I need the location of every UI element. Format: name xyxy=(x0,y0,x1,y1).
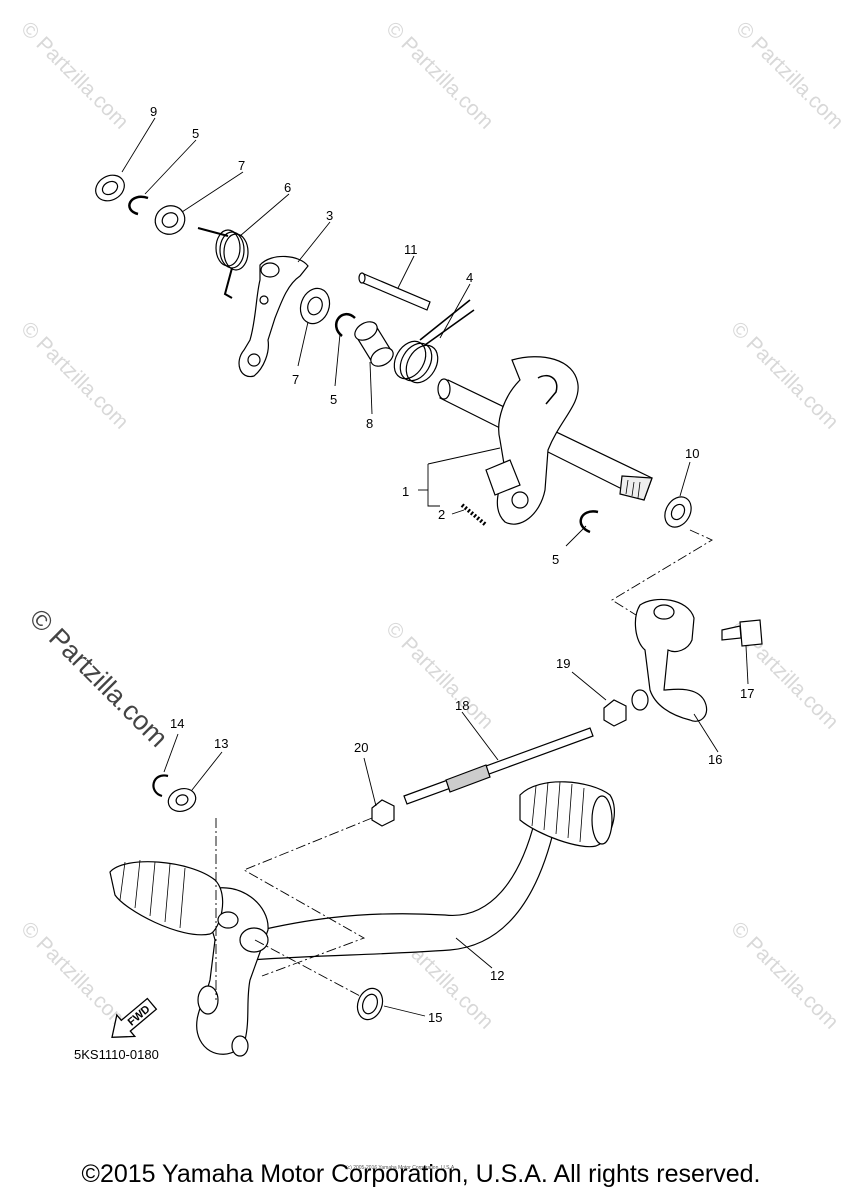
callout-5: 5 xyxy=(552,552,559,567)
part-5-circlip xyxy=(579,510,599,534)
callout-19: 19 xyxy=(556,656,570,671)
dash-connector xyxy=(611,529,713,626)
watermark-text: © Partzilla.com xyxy=(726,917,842,1033)
diagram-code: 5KS1110-0180 xyxy=(74,1047,159,1062)
callout-17: 17 xyxy=(740,686,754,701)
watermark-text: © Partzilla.com xyxy=(726,317,842,433)
watermark-text: © Partzilla.com xyxy=(731,17,842,133)
part-5-circlip xyxy=(128,195,149,216)
part-16-shift-arm xyxy=(631,598,708,722)
callouts: 9 5 7 6 3 11 4 7 5 8 1 2 10 5 17 19 16 1… xyxy=(150,104,754,1025)
callout-15: 15 xyxy=(428,1010,442,1025)
part-17-bolt xyxy=(721,619,763,647)
part-12-shift-pedal xyxy=(239,781,615,961)
part-3-lever xyxy=(238,255,309,378)
part-20-nut xyxy=(371,799,395,827)
callout-7: 7 xyxy=(238,158,245,173)
part-8-collar xyxy=(354,321,394,367)
part-14-clip xyxy=(152,774,169,798)
callout-11: 11 xyxy=(404,242,418,257)
callout-8: 8 xyxy=(366,416,373,431)
callout-9: 9 xyxy=(150,104,157,119)
small-copyright: (c) 2005-2016 Yamaha Motor Corporation, … xyxy=(346,1165,456,1171)
part-4-spring xyxy=(393,299,475,384)
callout-18: 18 xyxy=(455,698,469,713)
callout-3: 3 xyxy=(326,208,333,223)
part-7-washer xyxy=(299,287,331,325)
part-10-washer xyxy=(664,496,692,528)
part-15-washer xyxy=(356,987,384,1021)
callout-5: 5 xyxy=(192,126,199,141)
part-9-washer xyxy=(95,174,125,202)
callout-14: 14 xyxy=(170,716,184,731)
callout-5: 5 xyxy=(330,392,337,407)
part-2-spring xyxy=(460,503,488,527)
callout-10: 10 xyxy=(685,446,699,461)
callout-1: 1 xyxy=(402,484,409,499)
watermark-text-large: © Partzilla.com xyxy=(24,603,174,753)
part-7-washer xyxy=(154,205,186,235)
part-6-spring xyxy=(197,227,249,299)
part-11-pin xyxy=(358,272,431,311)
watermark-text: © Partzilla.com xyxy=(16,317,132,433)
part-19-nut xyxy=(603,699,627,727)
watermark-text: © Partzilla.com xyxy=(381,17,497,133)
callout-4: 4 xyxy=(466,270,473,285)
callout-2: 2 xyxy=(438,507,445,522)
watermark-text: © Partzilla.com xyxy=(16,917,132,1033)
callout-7: 7 xyxy=(292,372,299,387)
callout-12: 12 xyxy=(490,968,504,983)
assembly-lines xyxy=(215,817,373,1000)
part-18-rod xyxy=(403,727,594,805)
watermark-text: © Partzilla.com xyxy=(16,17,132,133)
watermark-text: © Partzilla.com xyxy=(381,617,497,733)
part-shift-lever-arm xyxy=(109,859,269,1057)
part-1-shift-shaft xyxy=(437,356,653,525)
callout-16: 16 xyxy=(708,752,722,767)
part-5-circlip xyxy=(335,312,356,337)
part-13-washer xyxy=(167,788,197,812)
callout-13: 13 xyxy=(214,736,228,751)
copyright-footer: ©2015 Yamaha Motor Corporation, U.S.A. A… xyxy=(81,1160,761,1188)
callout-20: 20 xyxy=(354,740,368,755)
leader-lines xyxy=(121,117,749,1017)
callout-6: 6 xyxy=(284,180,291,195)
